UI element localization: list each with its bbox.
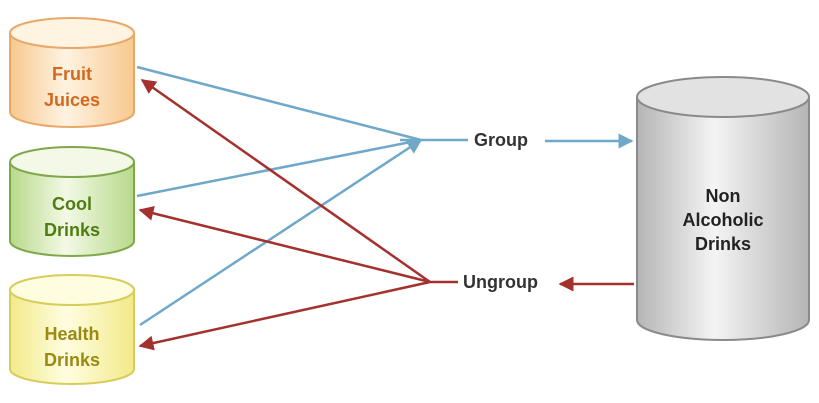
group-label: Group — [474, 130, 528, 150]
connector-ungroup-to-fruit — [140, 78, 431, 284]
cylinder-fruit-juices: Fruit Juices — [9, 17, 135, 128]
health-drinks-label-line1: Health — [44, 324, 99, 344]
group-connectors: Group — [136, 65, 634, 327]
fruit-juices-label-line2: Juices — [44, 90, 100, 110]
cylinder-non-alcoholic-drinks: Non Alcoholic Drinks — [636, 76, 810, 341]
cylinder-health-drinks: Health Drinks — [9, 274, 135, 385]
cool-drinks-label-line2: Drinks — [44, 220, 100, 240]
fruit-juices-label-line1: Fruit — [52, 64, 92, 84]
cylinder-cool-drinks: Cool Drinks — [9, 146, 135, 257]
connector-fruit-to-group — [136, 65, 422, 142]
connector-cool-to-group — [136, 138, 422, 198]
ungroup-label: Ungroup — [463, 272, 538, 292]
non-alcoholic-label-line3: Drinks — [695, 234, 751, 254]
health-drinks-label-line2: Drinks — [44, 350, 100, 370]
connector-health-to-group — [139, 138, 423, 327]
cool-drinks-label-line1: Cool — [52, 194, 92, 214]
connector-ungroup-to-cool — [138, 205, 431, 284]
ungroup-connectors: Ungroup — [138, 78, 634, 351]
connector-ungroup-to-health — [138, 280, 431, 351]
non-alcoholic-label-line2: Alcoholic — [682, 210, 763, 230]
non-alcoholic-label-line1: Non — [706, 186, 741, 206]
